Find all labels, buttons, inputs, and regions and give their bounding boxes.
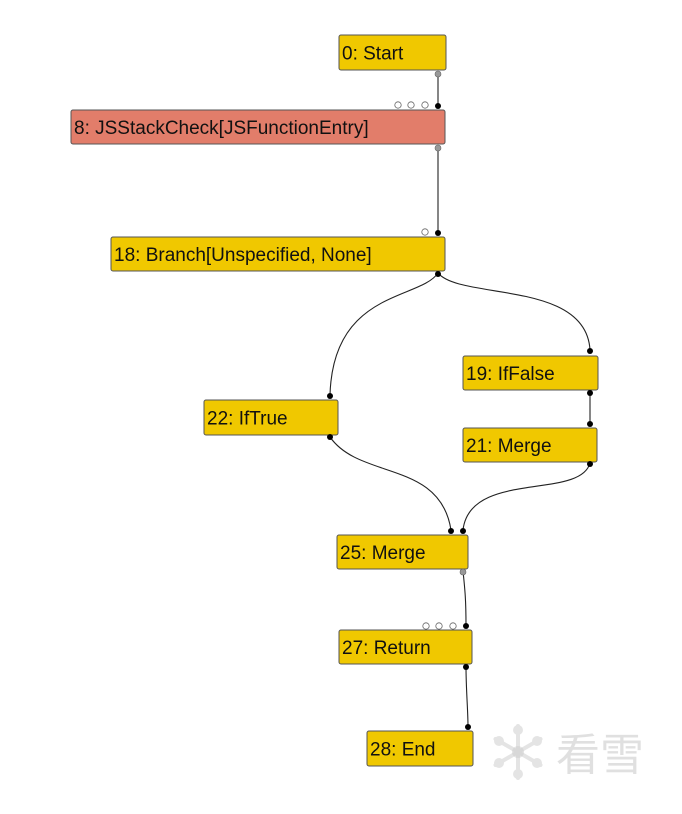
node-box[interactable] [338,629,473,665]
node-label: 21: Merge [466,436,552,457]
node-port [327,393,333,399]
node-22[interactable]: 22: IfTrue [203,399,339,436]
node-box[interactable] [110,236,446,272]
node-0[interactable]: 0: Start [338,34,447,71]
watermark: 看雪 [493,724,644,781]
node-box[interactable] [203,399,339,436]
node-box[interactable] [338,34,447,71]
node-port [394,101,402,109]
node-8[interactable]: 8: JSStackCheck[JSFunctionEntry] [70,109,446,145]
node-21[interactable]: 21: Merge [462,427,598,463]
node-port [434,144,442,152]
edge-n25-n27 [462,570,467,627]
node-port [460,528,466,534]
node-port [463,664,469,670]
node-label: 28: End [370,740,436,761]
edge-n21-n25 [462,462,591,531]
node-box[interactable] [366,730,474,767]
node-port [463,623,469,629]
edge-n27-n28 [465,665,469,728]
node-port [422,622,430,630]
node-label: 8: JSStackCheck[JSFunctionEntry] [74,118,369,139]
node-label: 27: Return [342,638,431,659]
watermark-text: 看雪 [556,730,644,781]
node-port [435,271,441,277]
node-port [435,230,441,236]
node-port [327,434,333,440]
edge-n18-n22 [329,272,439,396]
node-box[interactable] [462,427,598,463]
node-port [449,622,457,630]
node-box[interactable] [462,355,599,391]
node-port [435,622,443,630]
node-port [587,348,593,354]
node-18[interactable]: 18: Branch[Unspecified, None] [110,236,446,272]
node-port [448,528,454,534]
node-port [421,228,429,236]
snowflake-icon [493,724,543,780]
node-port [459,568,467,576]
node-port [434,70,442,78]
node-port [421,101,429,109]
node-port [587,461,593,467]
node-label: 25: Merge [340,543,426,564]
edge-n22-n25 [329,436,452,531]
edge-n18-n19 [437,272,591,351]
node-28[interactable]: 28: End [366,730,474,767]
node-port [435,103,441,109]
node-port [587,390,593,396]
node-25[interactable]: 25: Merge [336,534,469,570]
node-27[interactable]: 27: Return [338,629,473,665]
graph-nodes: 0: Start 8: JSStackCheck[JSFunctionEntry]… [70,34,599,767]
node-19[interactable]: 19: IfFalse [462,355,599,391]
node-port [465,724,471,730]
node-label: 18: Branch[Unspecified, None] [114,245,372,266]
node-label: 0: Start [342,44,404,65]
node-label: 19: IfFalse [466,364,555,385]
node-box[interactable] [70,109,446,145]
node-port [587,421,593,427]
graph-edges [329,72,591,728]
node-label: 22: IfTrue [207,409,288,430]
node-box[interactable] [336,534,469,570]
node-port [407,101,415,109]
